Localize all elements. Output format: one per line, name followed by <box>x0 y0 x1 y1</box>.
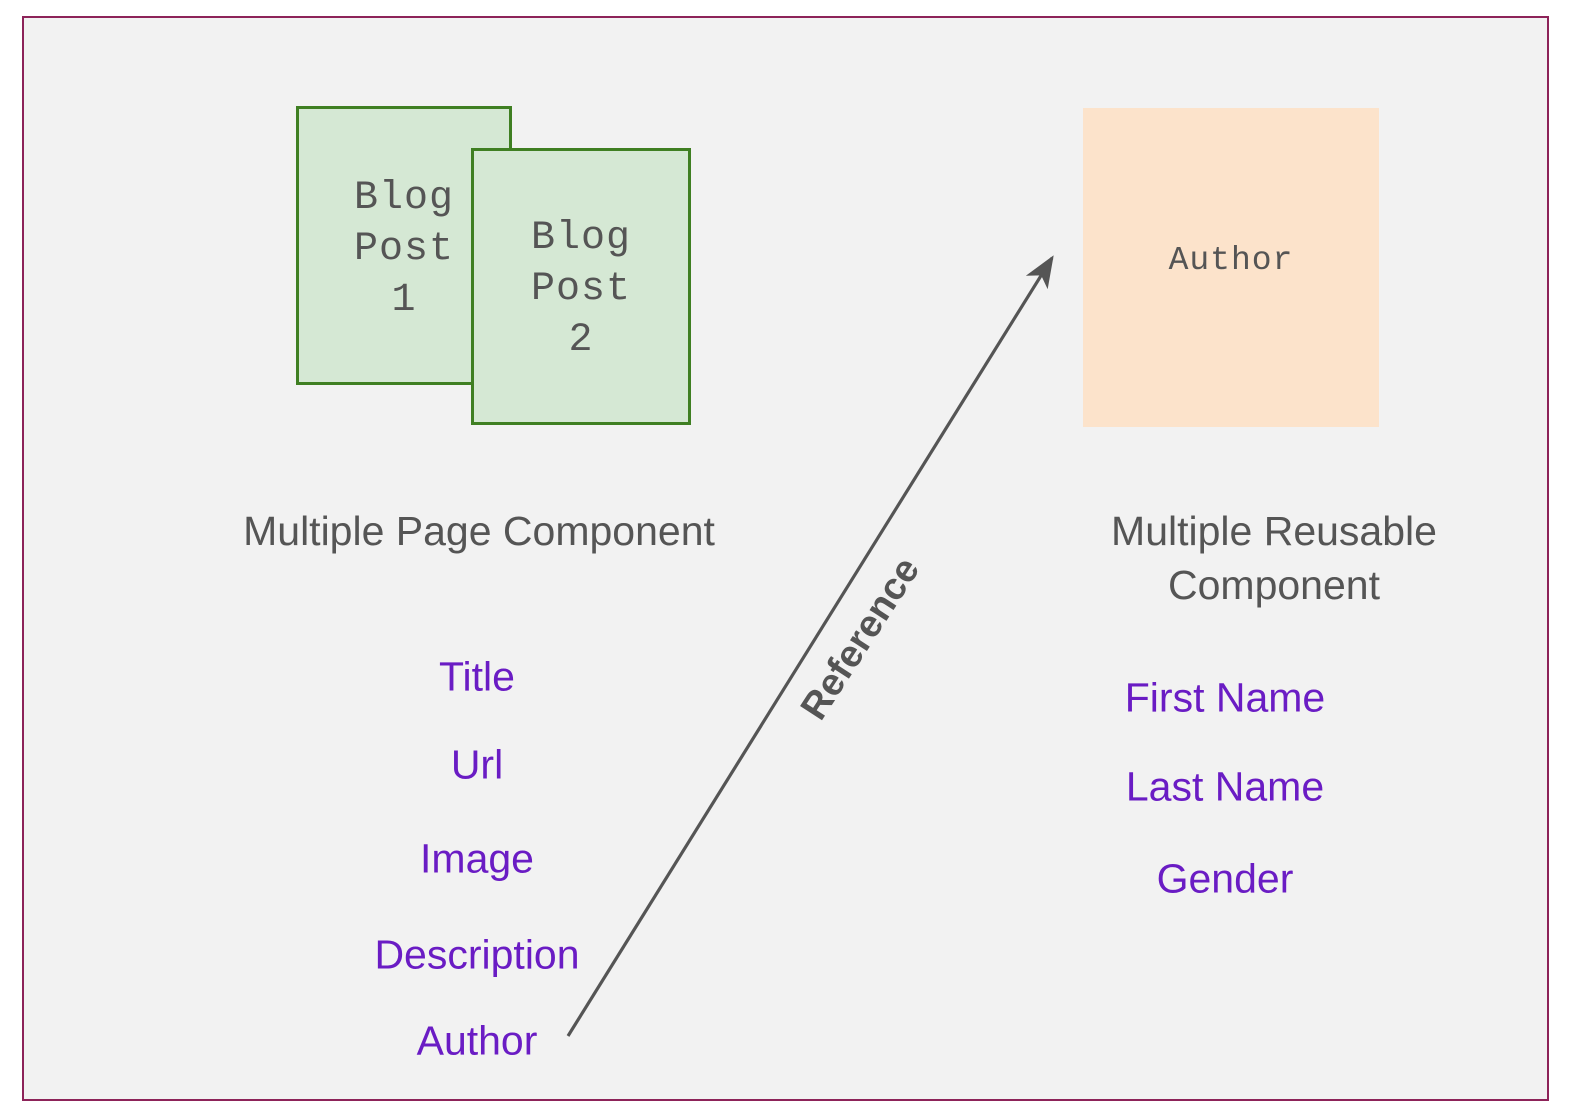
blog-post-card-2-label: Blog Post 2 <box>530 215 631 364</box>
reusable-component-caption: Multiple Reusable Component <box>1111 508 1437 609</box>
blog-post-card-2[interactable]: Blog Post 2 <box>471 148 691 425</box>
page-field-title[interactable]: Title <box>439 653 515 700</box>
author-component-box-label: Author <box>1168 242 1294 280</box>
author-component-box[interactable]: Author <box>1083 108 1379 427</box>
page-field-image[interactable]: Image <box>420 835 534 882</box>
page-field-url[interactable]: Url <box>450 741 504 788</box>
blog-post-card-1-label: Blog Post 1 <box>353 175 454 324</box>
reusable-field-first-name[interactable]: First Name <box>1124 674 1326 721</box>
reusable-field-last-name[interactable]: Last Name <box>1125 763 1325 810</box>
page-component-caption: Multiple Page Component <box>243 508 715 554</box>
diagram-frame: Blog Post 1 Blog Post 2 Author Multiple … <box>22 16 1549 1101</box>
page-field-author[interactable]: Author <box>416 1017 538 1064</box>
page-field-description[interactable]: Description <box>374 931 580 978</box>
reusable-field-gender[interactable]: Gender <box>1156 855 1294 902</box>
